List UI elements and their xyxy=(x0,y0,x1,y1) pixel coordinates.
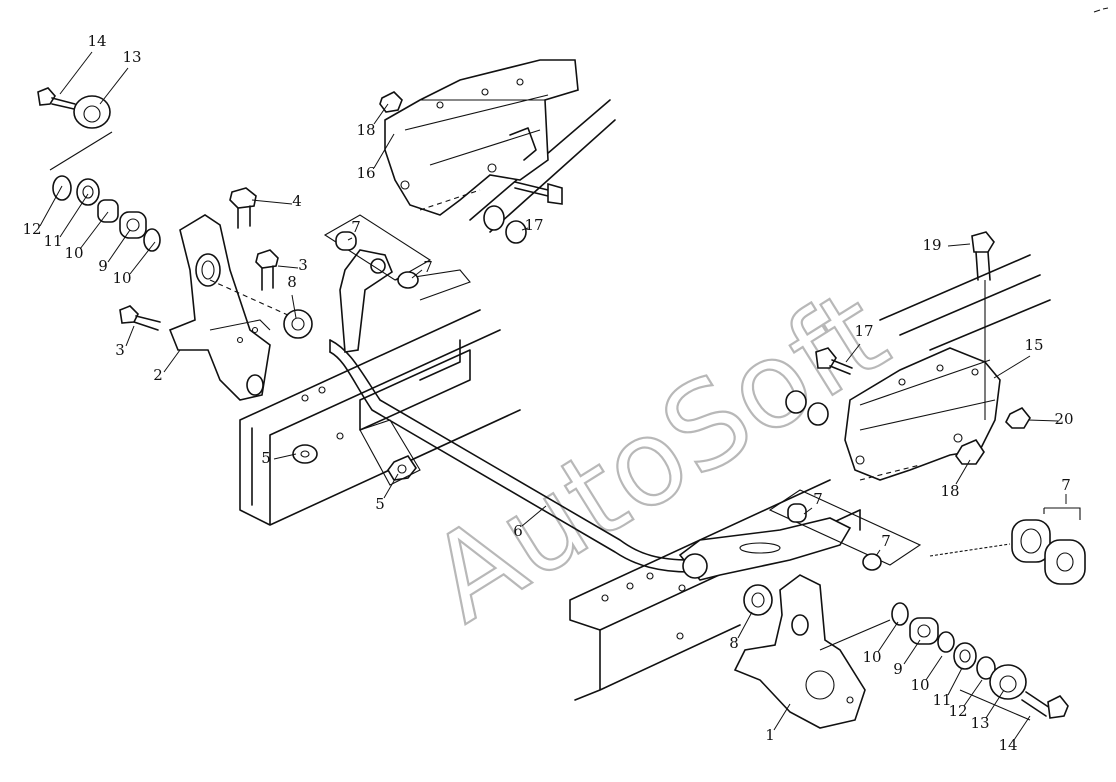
callout-label: 10 xyxy=(64,244,83,262)
leader-line xyxy=(99,67,129,105)
leader-line xyxy=(273,453,297,460)
frame-rail-left xyxy=(239,309,521,526)
callout-label: 3 xyxy=(298,256,308,274)
leader-line xyxy=(59,193,89,238)
leader-line xyxy=(291,294,297,319)
callout-label: 7 xyxy=(351,218,361,236)
leader-line xyxy=(373,103,389,125)
callout-label: 7 xyxy=(881,532,891,550)
leader-line xyxy=(79,211,109,250)
callout-label: 3 xyxy=(115,341,125,359)
leader-line xyxy=(773,703,791,731)
right-mount-bracket xyxy=(785,231,1031,481)
leader-line xyxy=(947,667,963,696)
callout-label: 12 xyxy=(948,702,967,720)
callout-label: 9 xyxy=(98,257,108,275)
leader-line xyxy=(277,265,299,269)
stabilizer-link-right xyxy=(678,489,1086,585)
callout-label: 17 xyxy=(854,322,873,340)
callout-label: 1 xyxy=(765,726,775,744)
leader-line xyxy=(877,621,899,653)
leader-line xyxy=(125,325,135,347)
callout-label: 12 xyxy=(22,220,41,238)
stabilizer-link-left xyxy=(323,214,471,353)
leader-line xyxy=(963,679,983,707)
callout-label: 17 xyxy=(524,216,543,234)
leader-line xyxy=(521,227,529,231)
callout-label: 15 xyxy=(1024,336,1043,354)
leader-line xyxy=(947,243,971,247)
corner-mark xyxy=(1093,7,1109,13)
leader-line xyxy=(803,507,813,515)
callout-label: 6 xyxy=(513,522,523,540)
callout-label: 10 xyxy=(112,269,131,287)
callout-label: 13 xyxy=(122,48,141,66)
leader-line xyxy=(129,241,156,275)
leader-line xyxy=(985,689,1005,719)
callout-label: 18 xyxy=(940,482,959,500)
callout-label: 7 xyxy=(813,490,823,508)
leader-line xyxy=(373,133,395,169)
callout-label: 2 xyxy=(153,366,163,384)
leader-line xyxy=(875,549,881,557)
callout-label: 18 xyxy=(356,121,375,139)
leader-line xyxy=(347,237,353,241)
leader-line xyxy=(845,343,861,363)
callout-label: 9 xyxy=(893,660,903,678)
callout-label: 16 xyxy=(356,164,375,182)
callout-label: 11 xyxy=(43,232,62,250)
leader-line xyxy=(411,269,423,279)
leader-line xyxy=(925,655,943,681)
leader-line xyxy=(59,51,93,95)
leader-line xyxy=(737,611,753,639)
callout-label: 8 xyxy=(729,634,739,652)
callout-label: 5 xyxy=(261,449,271,467)
callout-label: 5 xyxy=(375,495,385,513)
leader-line xyxy=(383,473,399,499)
callout-label: 10 xyxy=(910,676,929,694)
callout-label: 10 xyxy=(862,648,881,666)
callout-label: 4 xyxy=(292,192,302,210)
callout-label: 8 xyxy=(287,273,297,291)
leader-line xyxy=(521,505,547,527)
right-frame-bracket xyxy=(733,574,891,729)
frame-rail-upper xyxy=(469,99,1051,351)
left-frame-bracket xyxy=(168,214,311,401)
leader-line xyxy=(903,639,921,665)
leader-line xyxy=(1027,419,1059,422)
hardware-left xyxy=(37,87,421,486)
leader-line xyxy=(955,459,971,485)
upper-mount-bracket xyxy=(379,59,579,244)
callout-label: 7 xyxy=(423,258,433,276)
leader-line xyxy=(993,355,1031,379)
leader-line xyxy=(107,229,131,263)
hardware-right xyxy=(891,602,1069,721)
leader-line xyxy=(163,349,181,373)
callout-label: 19 xyxy=(922,236,941,254)
leader-line xyxy=(1013,715,1031,741)
callout-label: 11 xyxy=(932,691,951,709)
callout-label: 13 xyxy=(970,714,989,732)
watermark: AutoSoft xyxy=(406,263,909,649)
callout-label: 14 xyxy=(998,736,1017,754)
callout-label: 20 xyxy=(1054,410,1073,428)
callout-label: 7 xyxy=(1061,476,1071,494)
callout-label: 14 xyxy=(87,32,106,50)
leader-line xyxy=(39,185,63,227)
leader-line xyxy=(251,199,293,205)
